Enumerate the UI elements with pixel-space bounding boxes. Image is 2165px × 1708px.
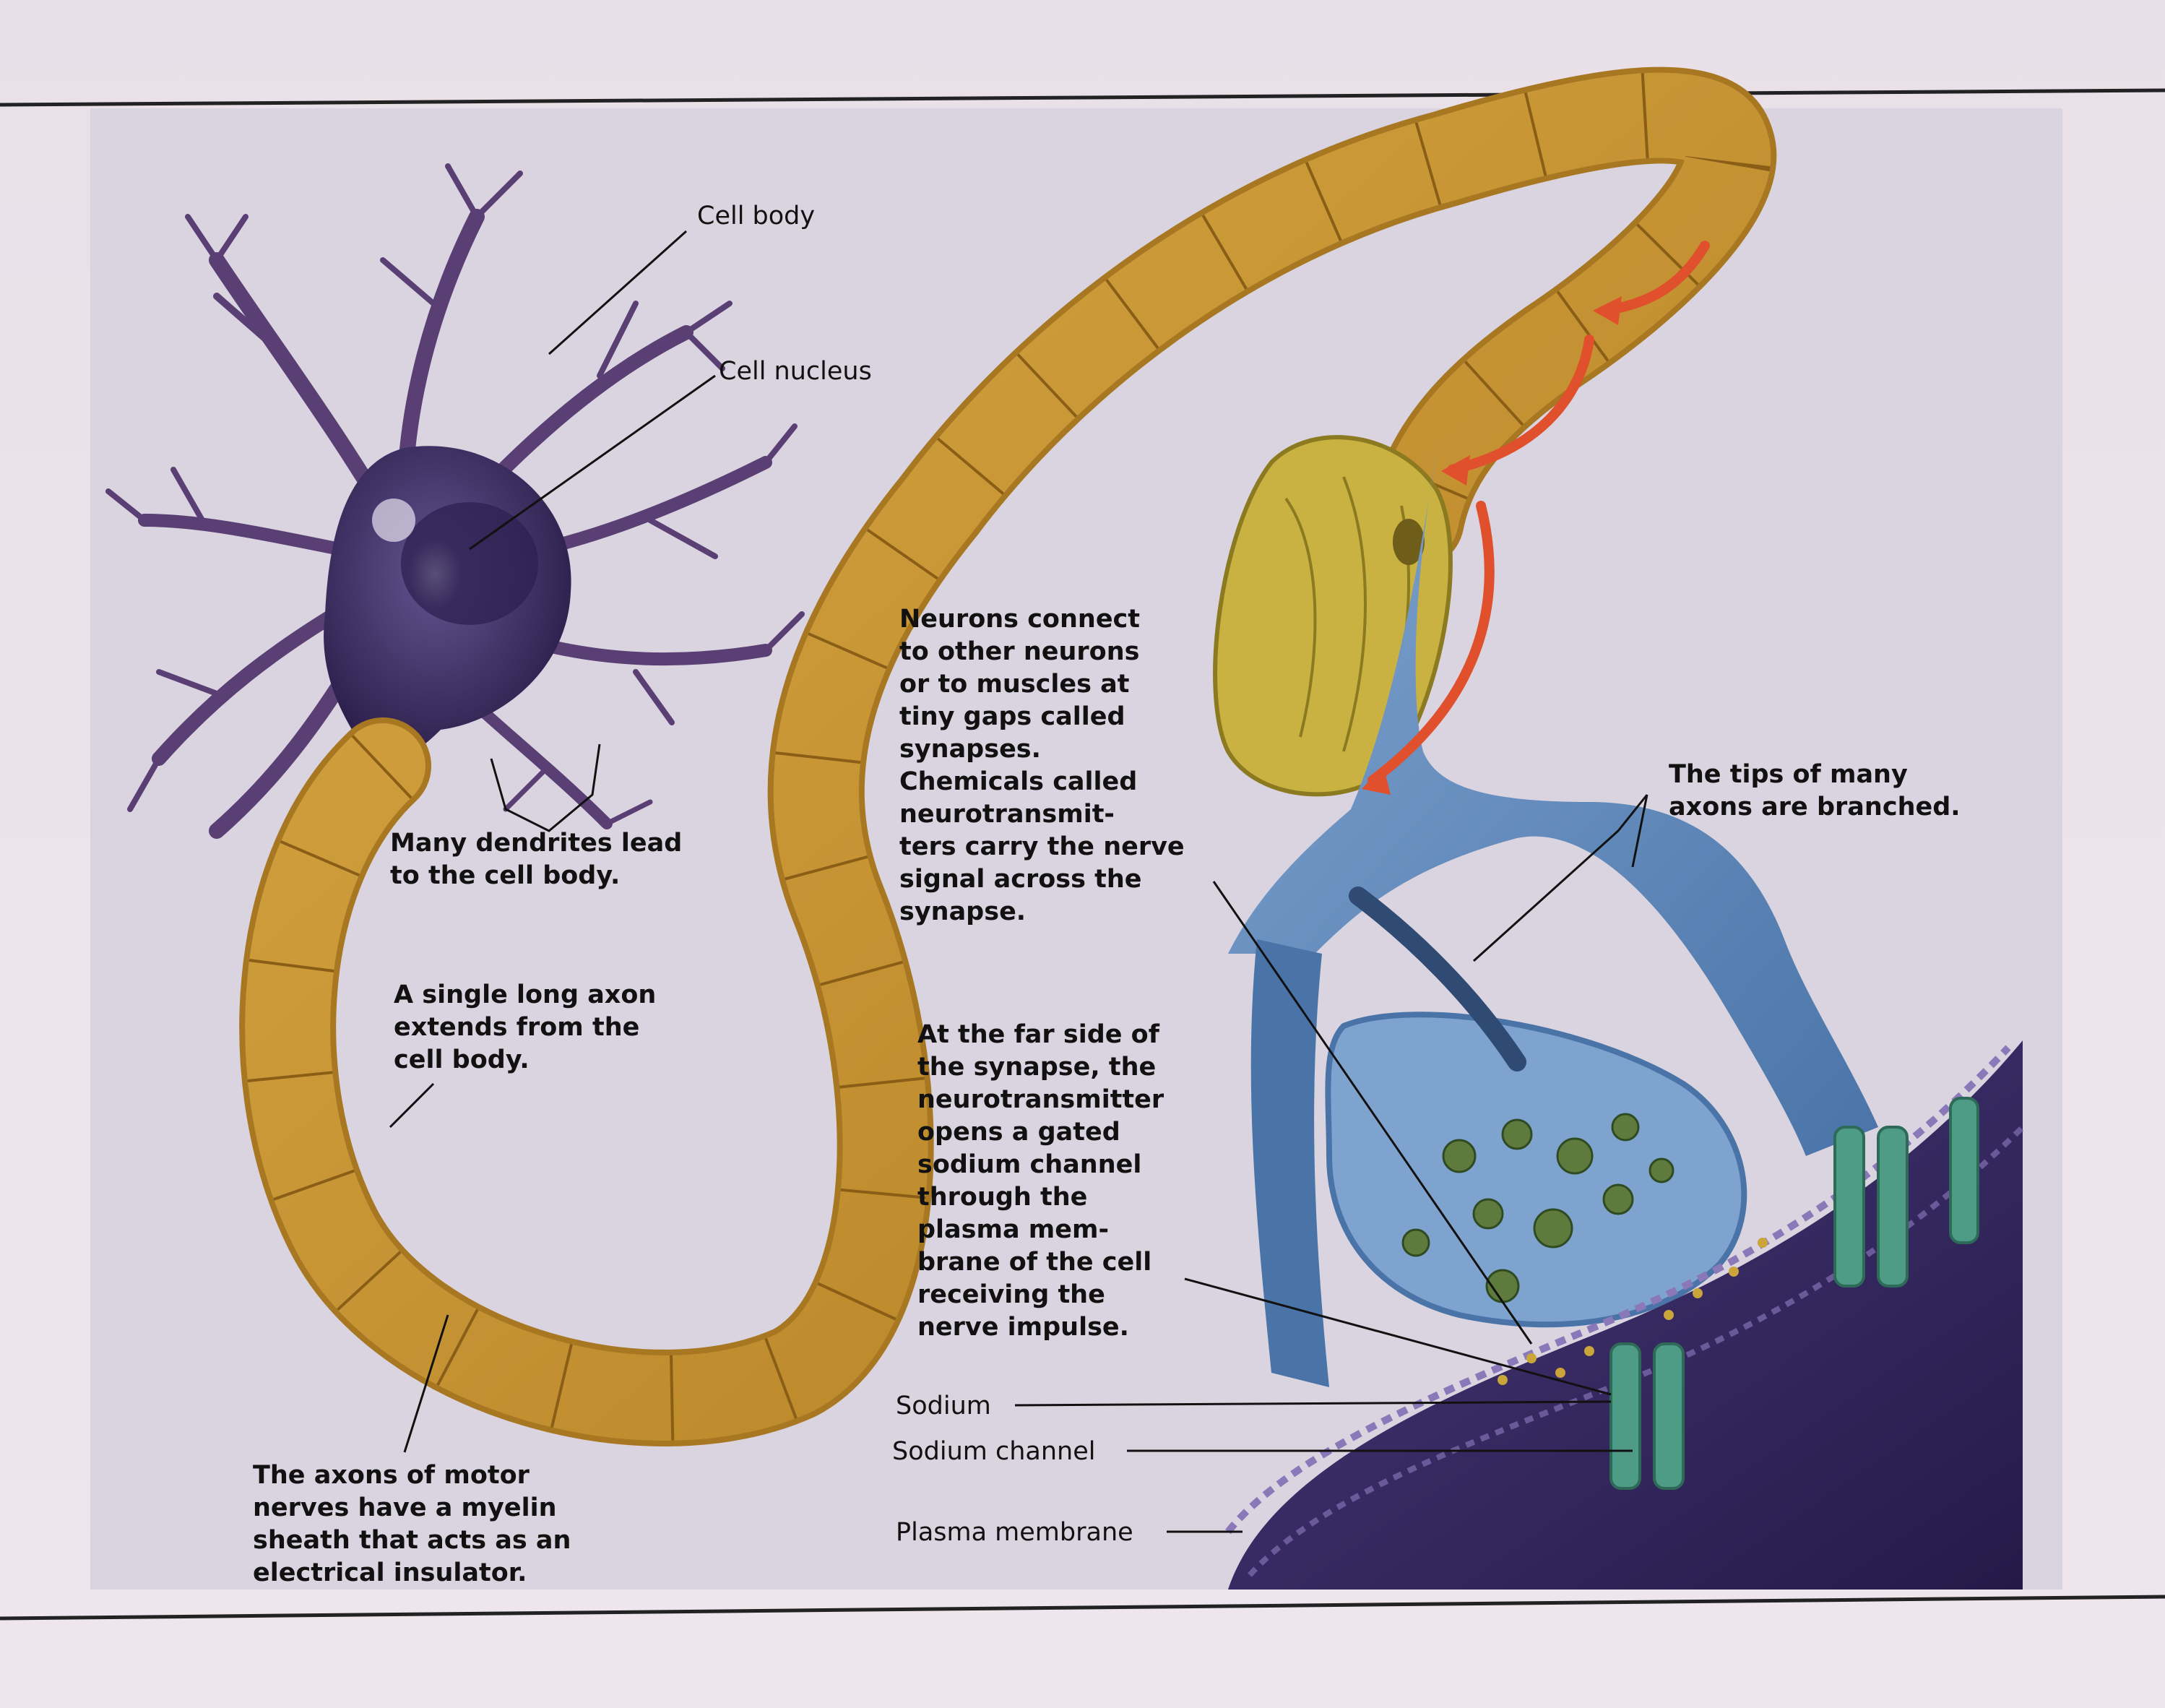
cell-nucleus-shape bbox=[401, 502, 538, 625]
leader-lines bbox=[389, 230, 1648, 1533]
branched-tips-label: The tips of many axons are branched. bbox=[1669, 760, 1961, 821]
sodium-channels bbox=[1609, 1097, 1979, 1490]
top-rule bbox=[0, 88, 2165, 107]
cell-body-label: Cell body bbox=[697, 202, 816, 230]
bottom-rule bbox=[0, 1595, 2165, 1621]
axon-terminals bbox=[1228, 448, 1878, 1387]
sodium-ions bbox=[1498, 1238, 1768, 1385]
cell-nucleus-label: Cell nucleus bbox=[719, 357, 872, 386]
far-side-label: At the far side of the synapse, the neur… bbox=[917, 1020, 1164, 1342]
axon-label: A single long axon extends from the cell… bbox=[394, 980, 657, 1074]
synapse-label: Neurons connect to other neurons or to m… bbox=[899, 605, 1185, 926]
myelinated-axon bbox=[239, 66, 1777, 1446]
signal-arrowheads bbox=[1362, 296, 1622, 795]
plasma-membrane-label: Plasma membrane bbox=[896, 1518, 1133, 1547]
dendrites-label: Many dendrites lead to the cell body. bbox=[390, 829, 683, 890]
sodium-channel-label: Sodium channel bbox=[892, 1437, 1096, 1466]
signal-arrows bbox=[1367, 241, 1710, 785]
sodium-label: Sodium bbox=[896, 1392, 991, 1420]
cell-body-shape bbox=[324, 446, 571, 766]
myelin-label: The axons of motor nerves have a myelin … bbox=[253, 1461, 571, 1587]
